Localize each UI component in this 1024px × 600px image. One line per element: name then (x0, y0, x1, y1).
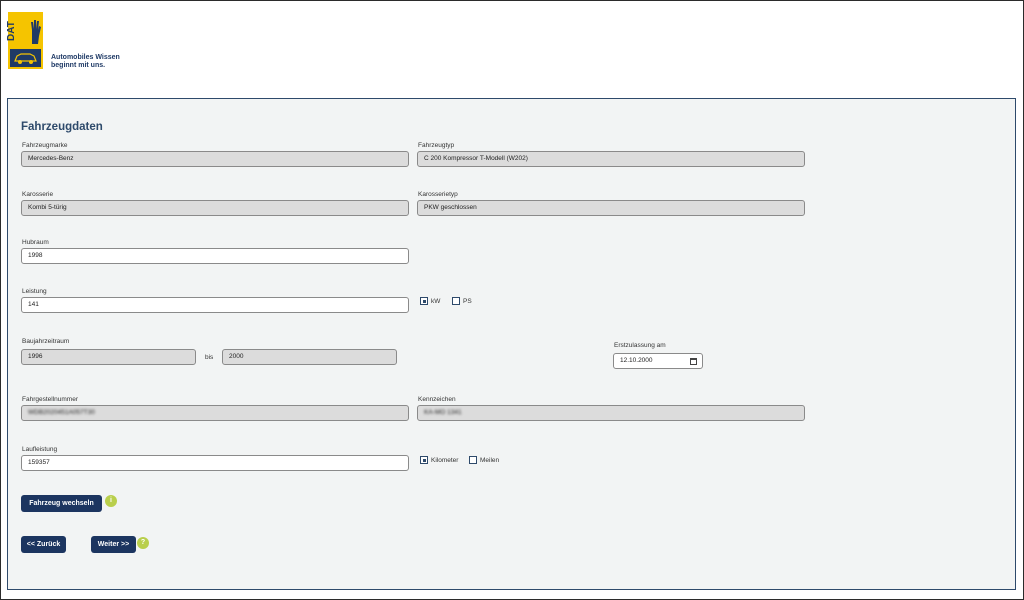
fahrzeugtyp-label: Fahrzeugtyp (418, 142, 455, 149)
fahrzeugmarke-field: Mercedes-Benz (21, 151, 409, 167)
karosserietyp-field: PKW geschlossen (417, 200, 805, 216)
karosserie-label: Karosserie (22, 191, 54, 198)
fahrgestellnummer-label: Fahrgestellnummer (22, 396, 78, 403)
baujahr-to-field: 2000 (222, 349, 397, 365)
help-badge-icon[interactable]: ? (137, 537, 149, 549)
calendar-icon[interactable] (690, 358, 697, 365)
tagline: Automobiles Wissen beginnt mit uns. (51, 54, 120, 70)
karosserie-field: Kombi 5-türig (21, 200, 409, 216)
fahrzeugmarke-label: Fahrzeugmarke (22, 142, 68, 149)
vehicle-data-panel: Fahrzeugdaten Fahrzeugmarke Mercedes-Ben… (7, 98, 1016, 590)
ps-radio[interactable] (452, 297, 460, 305)
kennzeichen-field: KA-MO 1341 (417, 405, 805, 421)
hubraum-input[interactable]: 1998 (21, 248, 409, 264)
leistung-label: Leistung (22, 288, 47, 295)
kilometer-label: Kilometer (431, 457, 459, 464)
meilen-radio[interactable] (469, 456, 477, 464)
baujahrzeitraum-label: Baujahrzeitraum (22, 338, 70, 345)
info-badge-icon[interactable]: i (105, 495, 117, 507)
ps-label: PS (463, 298, 472, 305)
erstzulassung-date-input[interactable]: 12.10.2000 (613, 353, 703, 369)
erstzulassung-label: Erstzulassung am (614, 342, 666, 349)
kilometer-radio[interactable] (420, 456, 428, 464)
fahrgestellnummer-field: WDB2020451A057T30 (21, 405, 409, 421)
leistung-input[interactable]: 141 (21, 297, 409, 313)
karosserietyp-label: Karosserietyp (418, 191, 458, 198)
hand-icon (31, 20, 41, 44)
hubraum-label: Hubraum (22, 239, 49, 246)
change-vehicle-button[interactable]: Fahrzeug wechseln (21, 495, 102, 512)
fahrzeugtyp-field: C 200 Kompressor T-Modell (W202) (417, 151, 805, 167)
laufleistung-label: Laufleistung (22, 446, 58, 453)
dat-logo: DAT (6, 12, 43, 69)
back-button[interactable]: << Zurück (21, 536, 66, 553)
next-button[interactable]: Weiter >> (91, 536, 136, 553)
kw-radio[interactable] (420, 297, 428, 305)
baujahr-from-field: 1996 (21, 349, 196, 365)
baujahr-separator: bis (205, 354, 214, 361)
page-title: Fahrzeugdaten (21, 121, 103, 133)
laufleistung-input[interactable]: 159357 (21, 455, 409, 471)
car-icon (10, 49, 41, 67)
meilen-label: Meilen (480, 457, 500, 464)
tagline-line2: beginnt mit uns. (51, 62, 106, 69)
kennzeichen-label: Kennzeichen (418, 396, 456, 403)
tagline-line1: Automobiles Wissen (51, 54, 120, 61)
kw-label: kW (431, 298, 441, 305)
